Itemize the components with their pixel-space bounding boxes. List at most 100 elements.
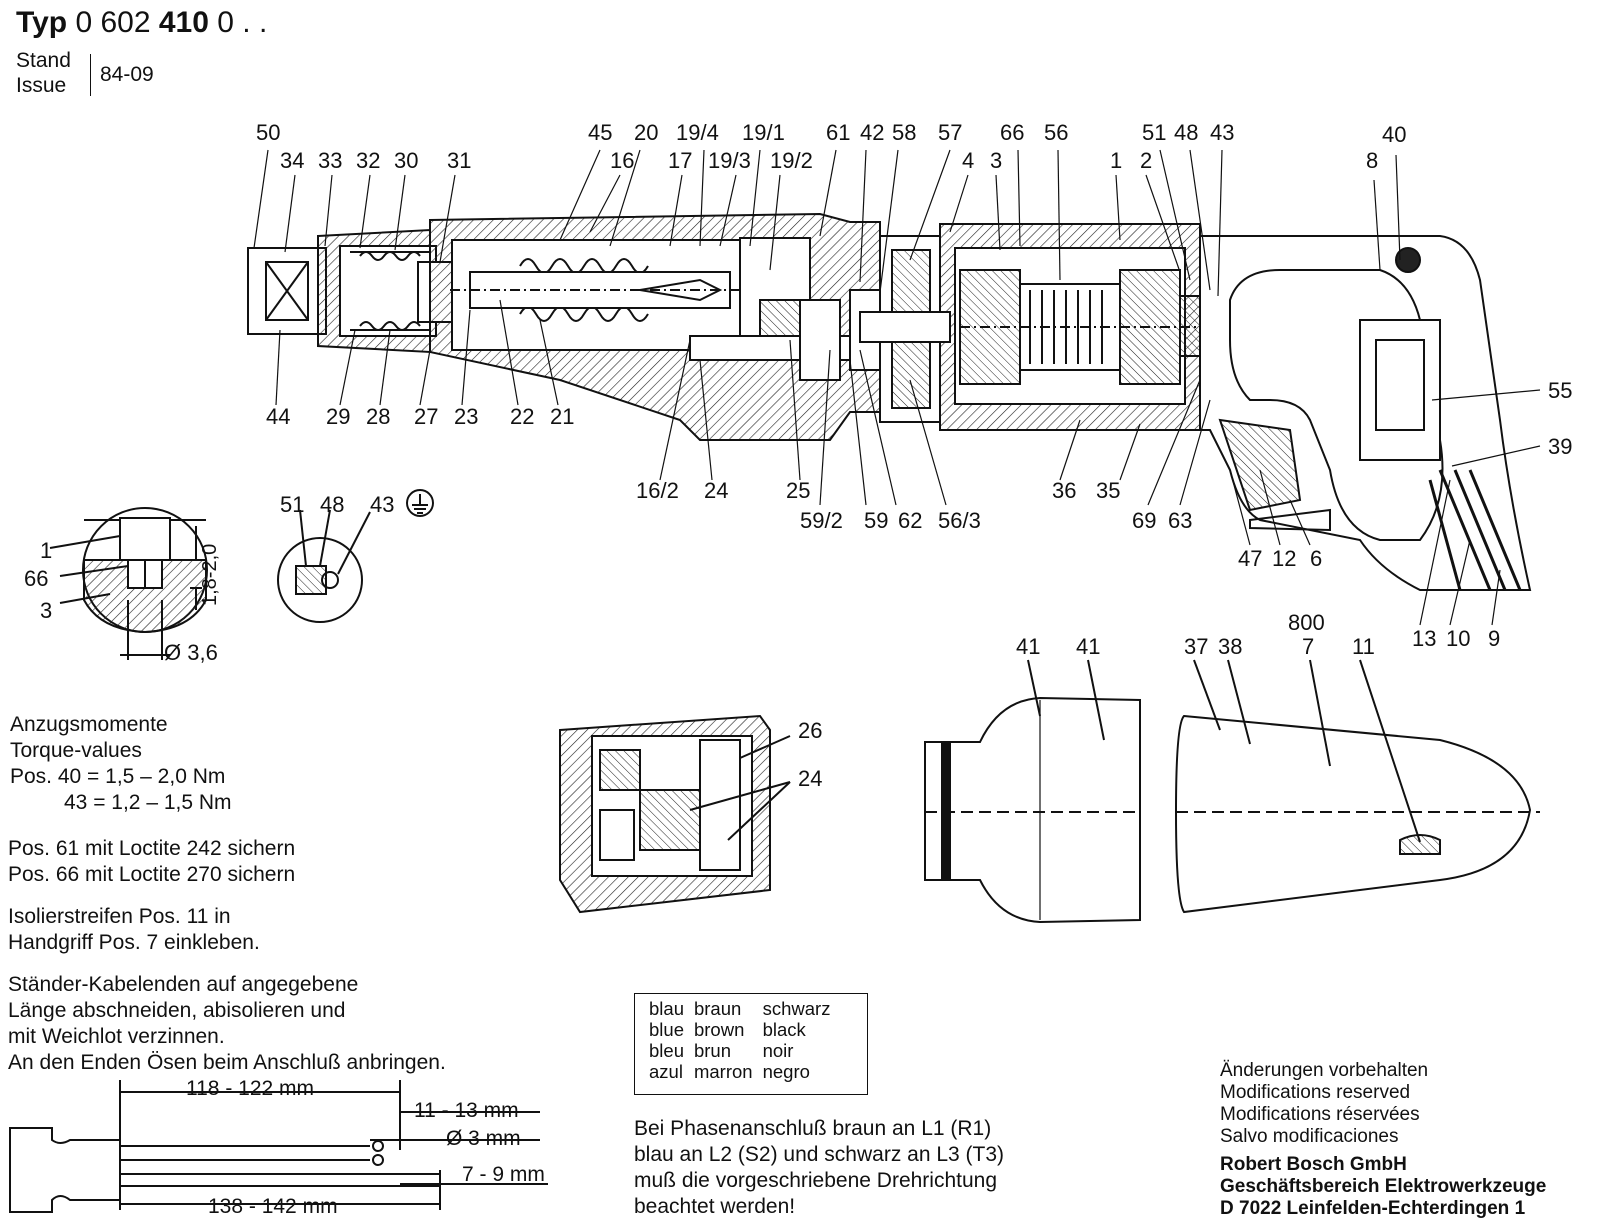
handle-callout-11: 11 (1352, 634, 1375, 659)
stand-issue-label: Stand Issue (16, 49, 71, 97)
callout-35: 35 (1096, 478, 1121, 503)
callout-66: 66 (1000, 120, 1025, 145)
torque-title-en: Torque-values (10, 739, 142, 762)
handle-halves (924, 659, 1540, 924)
screw-detail-circle (49, 507, 208, 660)
callout-13: 13 (1412, 626, 1437, 651)
detail-dim-diameter: Ø 3,6 (164, 640, 218, 665)
torque-title-de: Anzugsmomente (10, 713, 168, 736)
cable-note-4: An den Enden Ösen beim Anschluß anbringe… (8, 1051, 446, 1074)
stand-divider (90, 54, 91, 96)
callout-29: 29 (326, 404, 351, 429)
callout-19-4: 19/4 (676, 120, 719, 145)
callout-22: 22 (510, 404, 535, 429)
handle-callout-800: 800 (1288, 610, 1325, 635)
callout-34: 34 (280, 148, 305, 173)
callout-55: 55 (1548, 378, 1573, 403)
cable-note-3: mit Weichlot verzinnen. (8, 1025, 225, 1048)
company-division: Geschäftsbereich Elektrowerkzeuge (1220, 1176, 1547, 1197)
callout-59-2: 59/2 (800, 508, 843, 533)
loctite-note-1: Pos. 61 mit Loctite 242 sichern (8, 837, 296, 860)
phase-note-3: muß die vorgeschriebene Drehrichtung (634, 1169, 998, 1192)
torque-line-2: 43 = 1,2 – 1,5 Nm (64, 791, 232, 814)
callout-19-2: 19/2 (770, 148, 813, 173)
callout-69: 69 (1132, 508, 1157, 533)
callout-56-3: 56/3 (938, 508, 981, 533)
handle-callout-41a: 41 (1016, 634, 1041, 659)
gear-callout-24: 24 (798, 766, 823, 791)
callout-27: 27 (414, 404, 439, 429)
ground-callout-43: 43 (370, 492, 395, 517)
cable-dim-118: 118 - 122 mm (186, 1077, 314, 1100)
issue-date: 84-09 (100, 63, 154, 86)
gear-detail (559, 714, 791, 914)
detail-dim-depth: 1,8-2,0 (199, 543, 221, 606)
detail-callout-1: 1 (40, 538, 53, 563)
callout-17: 17 (668, 148, 693, 173)
modifications-fr: Modifications réservées (1220, 1104, 1420, 1125)
cable-dim-138: 138 - 142 mm (208, 1195, 338, 1218)
phase-note-4: beachtet werden! (634, 1195, 796, 1218)
strip-note-1: Isolierstreifen Pos. 11 in (8, 905, 231, 928)
callout-4: 4 (962, 148, 975, 173)
callout-50: 50 (256, 120, 281, 145)
callout-23: 23 (454, 404, 479, 429)
callout-30: 30 (394, 148, 419, 173)
callout-20: 20 (634, 120, 659, 145)
handle-callout-37: 37 (1184, 634, 1209, 659)
callout-16: 16 (610, 148, 635, 173)
callout-42: 42 (860, 120, 885, 145)
main-tool-section (247, 212, 1532, 591)
callout-8: 8 (1366, 148, 1379, 173)
callout-25: 25 (786, 478, 811, 503)
callout-12: 12 (1272, 546, 1297, 571)
modifications-en: Modifications reserved (1220, 1082, 1411, 1103)
callout-28: 28 (366, 404, 391, 429)
callout-1: 1 (1110, 148, 1123, 173)
cable-dim-diameter: Ø 3 mm (446, 1127, 521, 1150)
cable-dim-7: 7 - 9 mm (462, 1163, 545, 1186)
callout-10: 10 (1446, 626, 1471, 651)
callout-51: 51 (1142, 120, 1167, 145)
leader-lines (253, 149, 1541, 626)
callout-56: 56 (1044, 120, 1069, 145)
callout-39: 39 (1548, 434, 1573, 459)
callout-59: 59 (864, 508, 889, 533)
company-address: D 7022 Leinfelden-Echterdingen 1 (1220, 1198, 1526, 1219)
handle-callout-41b: 41 (1076, 634, 1101, 659)
callout-48: 48 (1174, 120, 1199, 145)
detail-callout-3: 3 (40, 598, 53, 623)
cable-note-2: Länge abschneiden, abisolieren und (8, 999, 346, 1022)
phase-note-2: blau an L2 (S2) und schwarz an L3 (T3) (634, 1143, 1005, 1166)
callout-58: 58 (892, 120, 917, 145)
callout-44: 44 (266, 404, 291, 429)
handle-callout-7: 7 (1302, 634, 1315, 659)
phase-note-1: Bei Phasenanschluß braun an L1 (R1) (634, 1117, 992, 1140)
type-title: Typ 0 602 410 0 . . (16, 6, 268, 39)
modifications-de: Änderungen vorbehalten (1220, 1060, 1429, 1081)
callout-45: 45 (588, 120, 613, 145)
callout-31: 31 (447, 148, 472, 173)
callout-32: 32 (356, 148, 381, 173)
callout-3: 3 (990, 148, 1003, 173)
callout-21: 21 (550, 404, 575, 429)
callout-61: 61 (826, 120, 851, 145)
ground-callout-51: 51 (280, 492, 305, 517)
ground-callout-48: 48 (320, 492, 345, 517)
loctite-note-2: Pos. 66 mit Loctite 270 sichern (8, 863, 296, 886)
callout-33: 33 (318, 148, 343, 173)
callout-57: 57 (938, 120, 963, 145)
cable-note-1: Ständer-Kabelenden auf angegebene (8, 973, 359, 996)
callout-62: 62 (898, 508, 923, 533)
callout-63: 63 (1168, 508, 1193, 533)
detail-callout-66: 66 (24, 566, 49, 591)
ground-detail-circle (277, 489, 434, 623)
company-name: Robert Bosch GmbH (1220, 1154, 1407, 1175)
torque-line-1: Pos. 40 = 1,5 – 2,0 Nm (10, 765, 226, 788)
handle-callout-38: 38 (1218, 634, 1243, 659)
strip-note-2: Handgriff Pos. 7 einkleben. (8, 931, 260, 954)
callout-2: 2 (1140, 148, 1153, 173)
cable-end-drawing (9, 1080, 548, 1213)
